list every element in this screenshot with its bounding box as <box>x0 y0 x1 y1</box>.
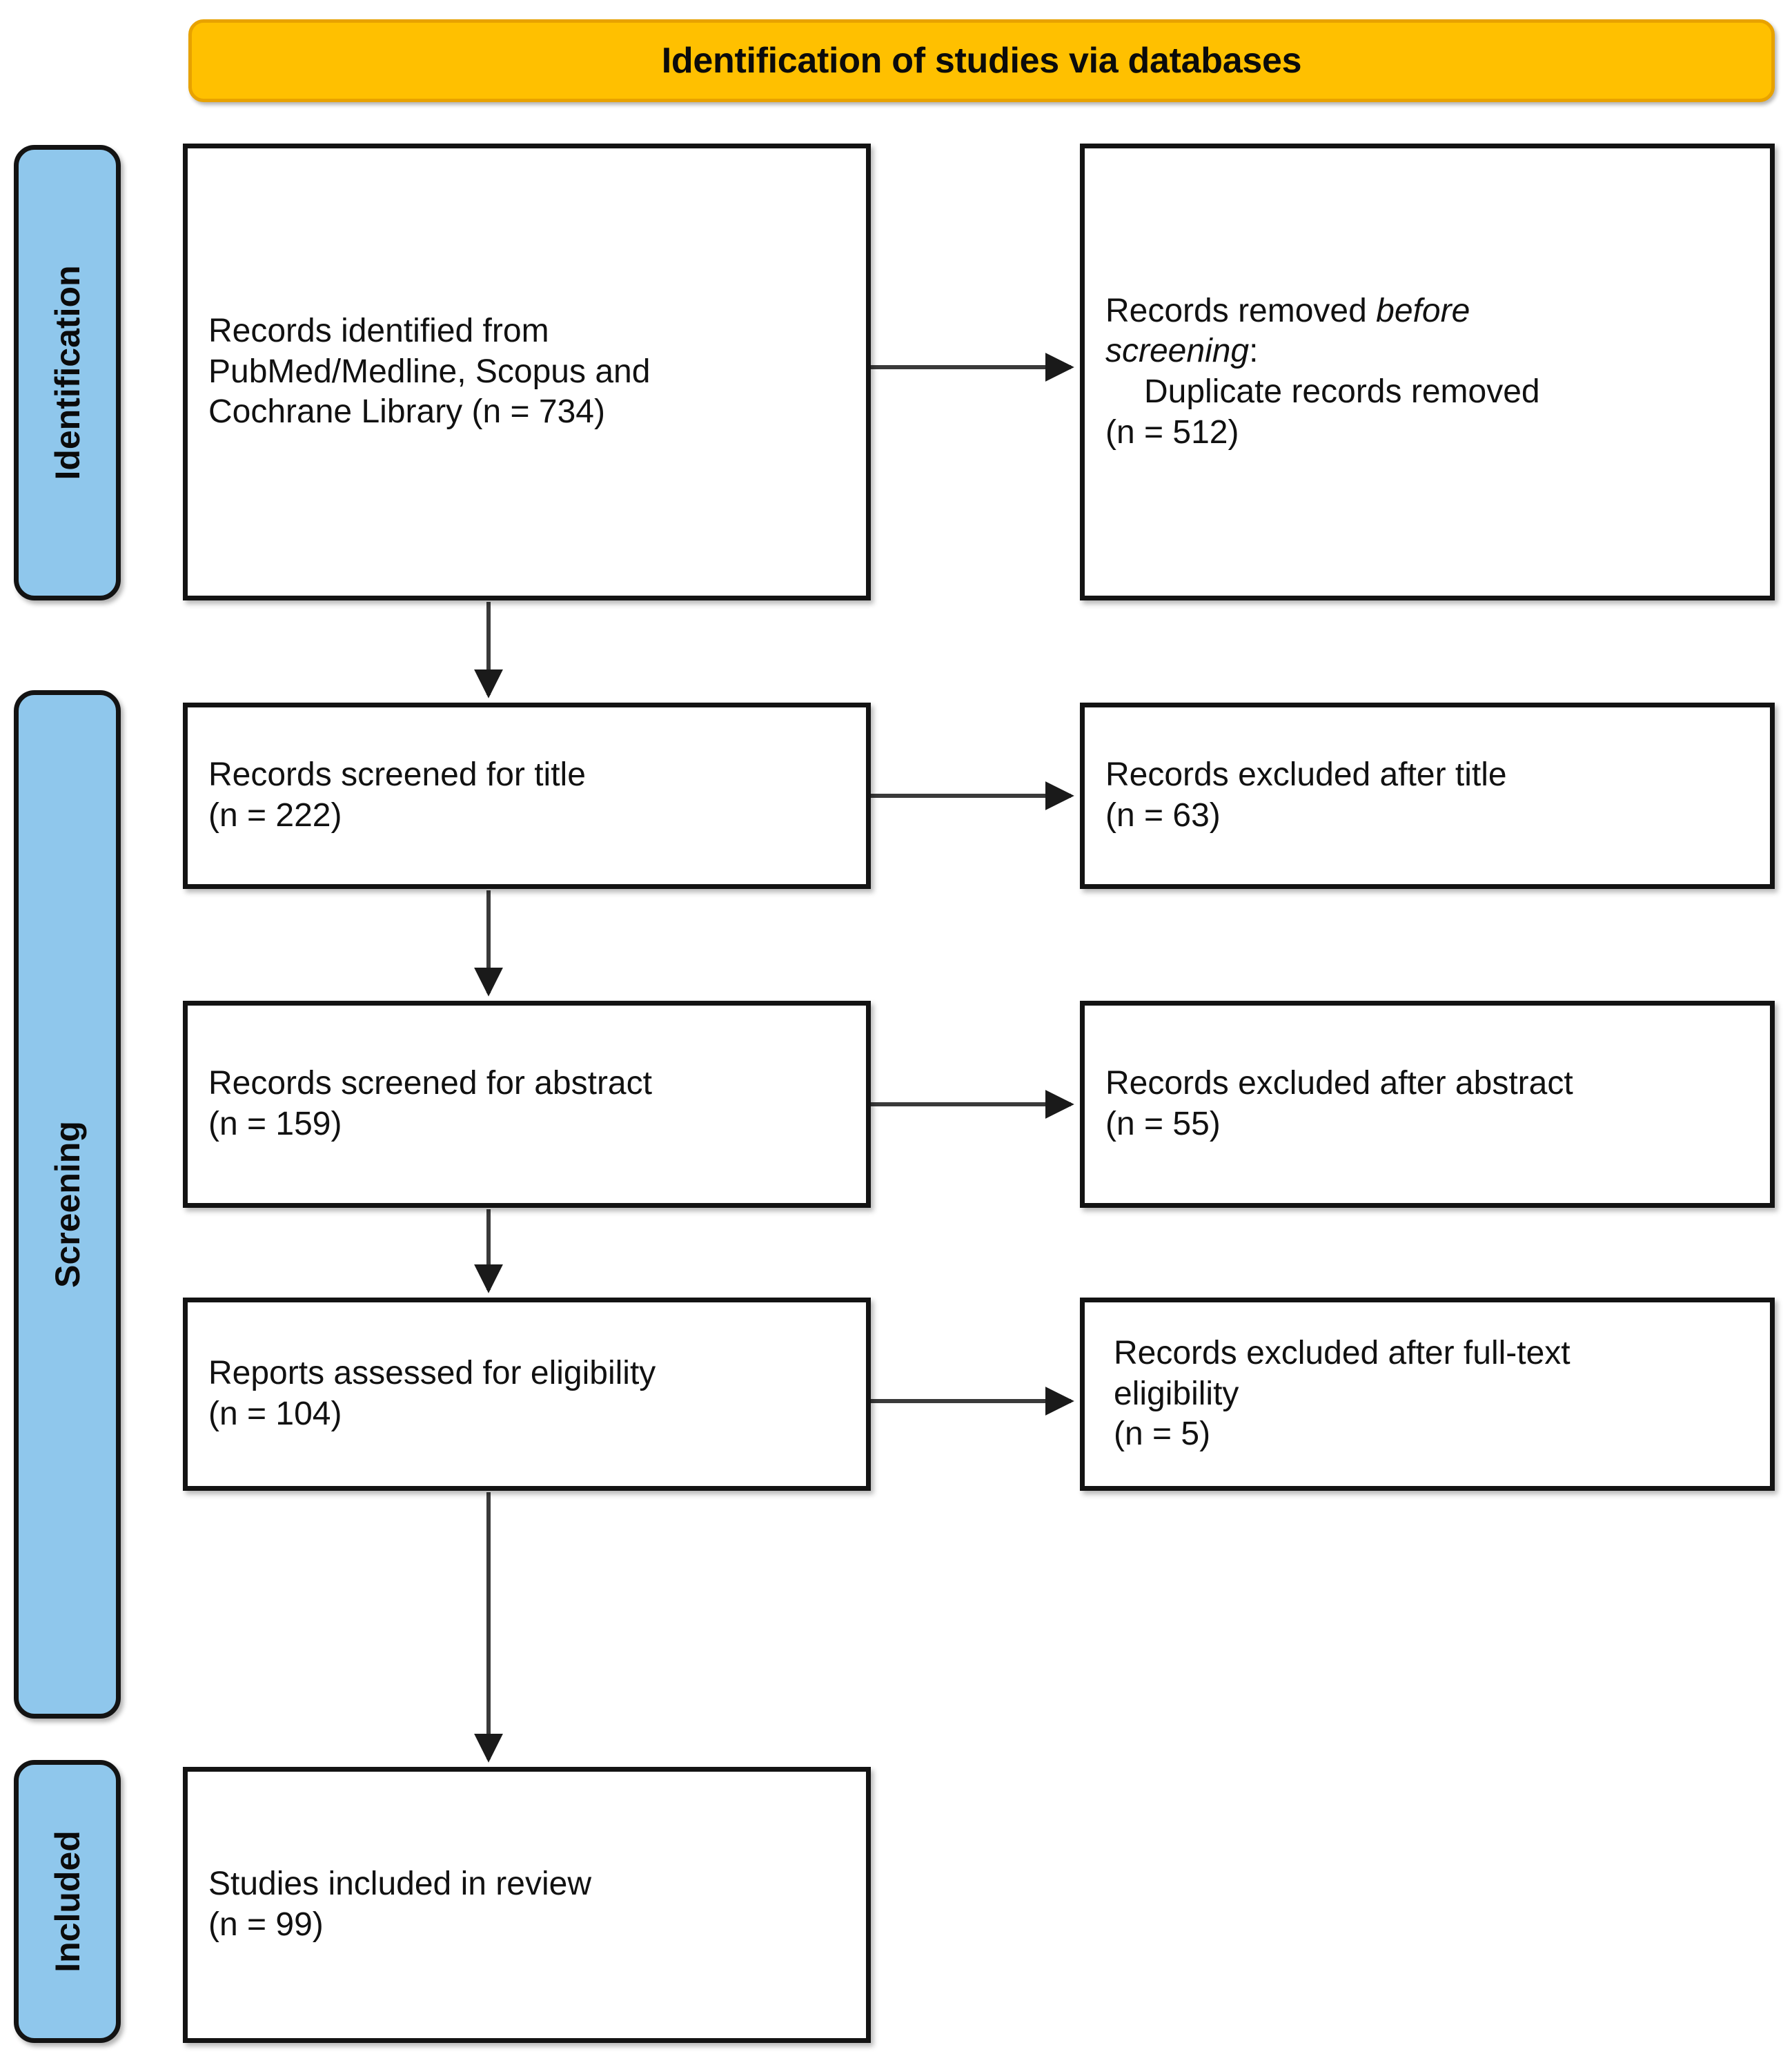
removed-line2-italic: screening <box>1105 333 1250 370</box>
removed-line1-plain: Records removed <box>1105 292 1377 329</box>
box-records-identified: Records identified from PubMed/Medline, … <box>183 144 871 600</box>
stage-label-included-text: Included <box>48 1830 87 1973</box>
box-records-screened-abstract: Records screened for abstract (n = 159) <box>183 1001 871 1208</box>
box-studies-included-text: Studies included in review (n = 99) <box>188 1864 866 1945</box>
box-records-excluded-abstract-text: Records excluded after abstract (n = 55) <box>1085 1064 1770 1144</box>
excluded-fulltext-line1: Records excluded after full-text <box>1114 1335 1571 1372</box>
box-records-screened-title-text: Records screened for title (n = 222) <box>188 755 866 836</box>
box-reports-assessed-eligibility-text: Reports assessed for eligibility (n = 10… <box>188 1353 866 1434</box>
box-records-excluded-fulltext: Records excluded after full-text eligibi… <box>1080 1298 1775 1491</box>
removed-line4: (n = 512) <box>1105 413 1239 451</box>
header-title: Identification of studies via databases <box>661 41 1302 81</box>
screened-abstract-line1: Records screened for abstract <box>208 1065 652 1102</box>
box-reports-assessed-eligibility: Reports assessed for eligibility (n = 10… <box>183 1298 871 1491</box>
records-identified-line1: Records identified from <box>208 313 549 350</box>
excluded-fulltext-line3: (n = 5) <box>1114 1416 1211 1453</box>
box-records-excluded-abstract: Records excluded after abstract (n = 55) <box>1080 1001 1775 1208</box>
records-identified-line3: Cochrane Library (n = 734) <box>208 393 605 431</box>
stage-label-included: Included <box>14 1760 121 2043</box>
stage-label-identification-text: Identification <box>48 265 87 480</box>
excluded-title-line2: (n = 63) <box>1105 797 1221 834</box>
box-records-screened-abstract-text: Records screened for abstract (n = 159) <box>188 1064 866 1144</box>
box-records-screened-title: Records screened for title (n = 222) <box>183 703 871 889</box>
stage-label-screening-text: Screening <box>48 1121 87 1288</box>
box-records-excluded-title: Records excluded after title (n = 63) <box>1080 703 1775 889</box>
removed-line2-plain: : <box>1249 333 1259 370</box>
box-records-excluded-fulltext-text: Records excluded after full-text eligibi… <box>1085 1333 1770 1455</box>
excluded-fulltext-line2: eligibility <box>1114 1375 1239 1412</box>
removed-line1-italic: before <box>1376 292 1470 329</box>
box-records-removed-before-screening: Records removed before screening: Duplic… <box>1080 144 1775 600</box>
header-banner: Identification of studies via databases <box>188 19 1775 102</box>
stage-label-screening: Screening <box>14 690 121 1719</box>
included-line1: Studies included in review <box>208 1866 591 1903</box>
excluded-title-line1: Records excluded after title <box>1105 756 1507 794</box>
eligibility-line1: Reports assessed for eligibility <box>208 1355 656 1392</box>
box-records-identified-text: Records identified from PubMed/Medline, … <box>188 311 866 433</box>
box-studies-included: Studies included in review (n = 99) <box>183 1767 871 2043</box>
removed-line3: Duplicate records removed <box>1144 373 1540 410</box>
screened-title-line1: Records screened for title <box>208 756 586 794</box>
excluded-abstract-line1: Records excluded after abstract <box>1105 1065 1573 1102</box>
stage-label-identification: Identification <box>14 145 121 600</box>
records-identified-line2: PubMed/Medline, Scopus and <box>208 353 651 390</box>
screened-abstract-line2: (n = 159) <box>208 1106 342 1142</box>
box-records-removed-text: Records removed before screening: Duplic… <box>1085 291 1770 453</box>
screened-title-line2: (n = 222) <box>208 797 342 834</box>
box-records-excluded-title-text: Records excluded after title (n = 63) <box>1085 755 1770 836</box>
included-line2: (n = 99) <box>208 1906 324 1943</box>
excluded-abstract-line2: (n = 55) <box>1105 1106 1221 1142</box>
eligibility-line2: (n = 104) <box>208 1396 342 1432</box>
